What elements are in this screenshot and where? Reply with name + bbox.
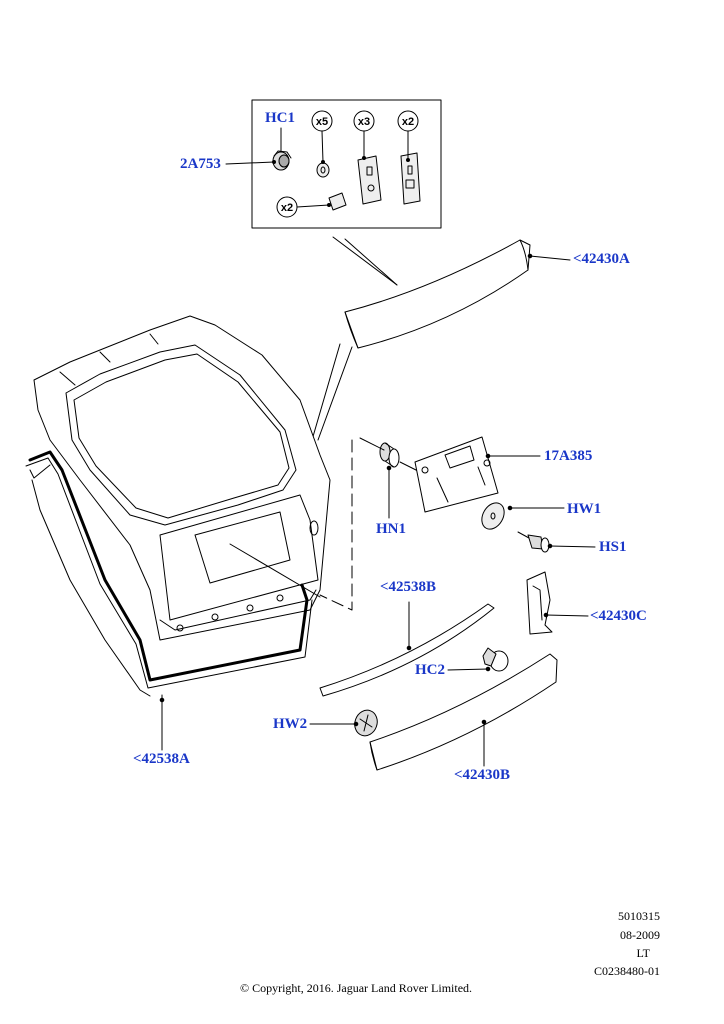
callout-hw2[interactable]: HW2 [273, 716, 308, 732]
callout-42538a[interactable]: <42538A [133, 751, 190, 767]
hw1-washer-part [481, 502, 505, 530]
drawing-date: 08-2009 [620, 928, 660, 942]
callout-42430b[interactable]: <42430B [454, 767, 511, 783]
copyright-notice: © Copyright, 2016. Jaguar Land Rover Lim… [239, 981, 473, 995]
weatherstrip-part [25, 450, 313, 697]
kit-qty-label: x5 [316, 116, 328, 128]
callout-42538b[interactable]: <42538B [380, 579, 437, 595]
callout-hc2[interactable]: HC2 [415, 662, 445, 678]
callout-42430c[interactable]: <42430C [590, 608, 647, 624]
license-bracket-part [414, 436, 499, 513]
drawing-code: LT [636, 946, 650, 960]
hc1-nut-part [272, 150, 292, 171]
callout-hs1[interactable]: HS1 [599, 539, 627, 555]
drawing-number: 5010315 [618, 909, 660, 923]
kit-qty-label: x3 [358, 116, 370, 128]
callout-hn1[interactable]: HN1 [376, 521, 406, 537]
kit-qty-label: x2 [402, 116, 414, 128]
kit-qty-label: x2 [281, 202, 293, 214]
lower-garnish-part [369, 653, 558, 771]
callout-42430a[interactable]: <42430A [573, 251, 630, 267]
drawing-reference: C0238480-01 [594, 964, 660, 978]
hc2-clip-part [482, 647, 509, 672]
clip-kit-box [251, 99, 442, 229]
callout-hw1[interactable]: HW1 [567, 501, 602, 517]
callout-hc1[interactable]: HC1 [265, 110, 295, 126]
hs1-screw-part [517, 531, 550, 553]
trim-strip-part [319, 603, 495, 697]
callout-2a753[interactable]: 2A753 [180, 156, 221, 172]
callout-17a385[interactable]: 17A385 [544, 448, 593, 464]
upper-spoiler-part [344, 239, 531, 349]
tailgate-assembly [33, 315, 331, 641]
hw2-washer-part [354, 709, 378, 737]
end-cap-part [526, 571, 553, 635]
